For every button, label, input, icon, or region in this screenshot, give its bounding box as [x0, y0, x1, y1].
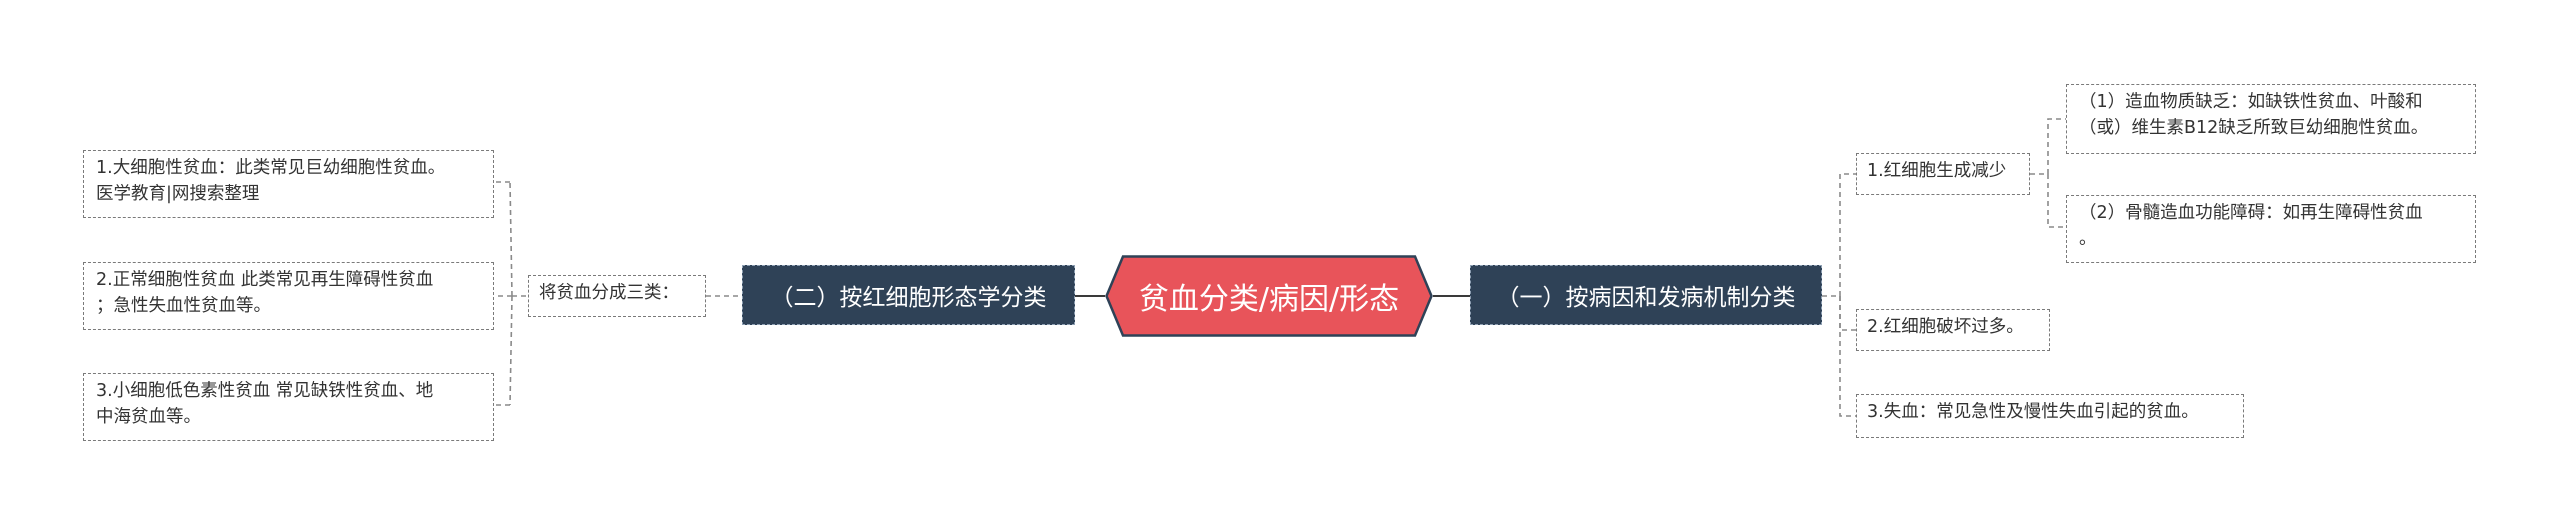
leaf-marrow-failure-line1: （2）骨髓造血功能障碍：如再生障碍性贫血	[2079, 203, 2423, 223]
leaf-blood-loss-label: 3.失血：常见急性及慢性失血引起的贫血。	[1867, 402, 2199, 422]
leaf-normocytic-line1: 2.正常细胞性贫血 此类常见再生障碍性贫血	[96, 270, 434, 290]
root-label: 贫血分类/病因/形态	[1138, 282, 1400, 317]
root-hexagon-shape	[1105, 255, 1433, 337]
sub-three-categories[interactable]: 将贫血分成三类：	[528, 275, 706, 317]
branch-morphology[interactable]: （二）按红细胞形态学分类	[742, 265, 1075, 325]
leaf-normocytic-line2: ；急性失血性贫血等。	[96, 296, 271, 316]
sub-three-categories-label: 将贫血分成三类：	[539, 283, 679, 303]
leaf-macrocytic-line2: 医学教育|网搜索整理	[96, 184, 260, 204]
leaf-microcytic-line1: 3.小细胞低色素性贫血 常见缺铁性贫血、地	[96, 381, 434, 401]
leaf-blood-loss[interactable]: 3.失血：常见急性及慢性失血引起的贫血。	[1856, 394, 2244, 438]
branch-morphology-label: （二）按红细胞形态学分类	[770, 285, 1047, 311]
leaf-reduced-production[interactable]: 1.红细胞生成减少	[1856, 153, 2030, 195]
leaf-macrocytic[interactable]: 1.大细胞性贫血：此类常见巨幼细胞性贫血。 医学教育|网搜索整理	[83, 150, 494, 218]
leaf-excess-destruction-label: 2.红细胞破坏过多。	[1867, 317, 2024, 337]
leaf-hematopoietic-deficiency-line2: （或）维生素B12缺乏所致巨幼细胞性贫血。	[2079, 118, 2429, 138]
leaf-microcytic-line2: 中海贫血等。	[96, 407, 201, 427]
leaf-marrow-failure[interactable]: （2）骨髓造血功能障碍：如再生障碍性贫血 。	[2066, 195, 2476, 263]
leaf-marrow-failure-line2: 。	[2079, 229, 2097, 249]
root-node[interactable]: 贫血分类/病因/形态	[1105, 255, 1433, 337]
leaf-normocytic[interactable]: 2.正常细胞性贫血 此类常见再生障碍性贫血 ；急性失血性贫血等。	[83, 262, 494, 330]
branch-etiology[interactable]: （一）按病因和发病机制分类	[1470, 265, 1822, 325]
leaf-excess-destruction[interactable]: 2.红细胞破坏过多。	[1856, 309, 2050, 351]
branch-etiology-label: （一）按病因和发病机制分类	[1496, 285, 1796, 311]
leaf-hematopoietic-deficiency-line1: （1）造血物质缺乏：如缺铁性贫血、叶酸和	[2079, 92, 2423, 112]
leaf-macrocytic-line1: 1.大细胞性贫血：此类常见巨幼细胞性贫血。	[96, 158, 446, 178]
leaf-microcytic[interactable]: 3.小细胞低色素性贫血 常见缺铁性贫血、地 中海贫血等。	[83, 373, 494, 441]
leaf-reduced-production-label: 1.红细胞生成减少	[1867, 161, 2007, 181]
leaf-hematopoietic-deficiency[interactable]: （1）造血物质缺乏：如缺铁性贫血、叶酸和 （或）维生素B12缺乏所致巨幼细胞性贫…	[2066, 84, 2476, 154]
